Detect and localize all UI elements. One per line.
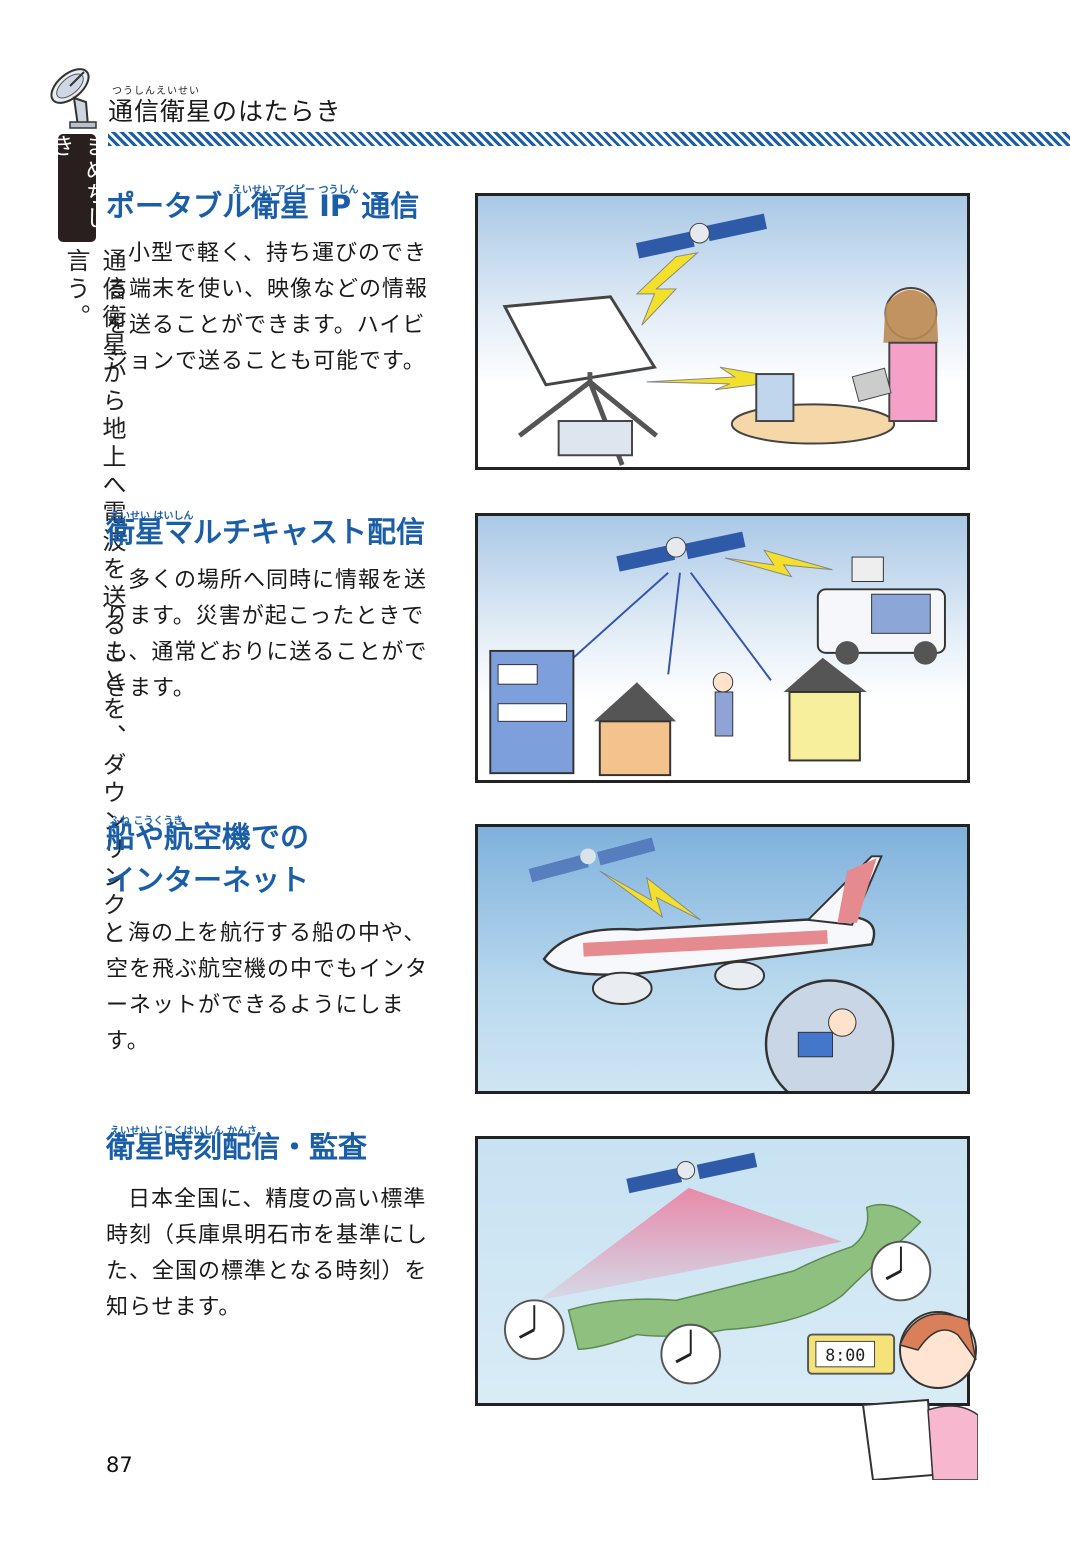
tip-badge: まめちしき <box>47 134 107 242</box>
section-1-body: 小型で軽く、持ち運びのできる端末を使い、映像などの情報を送ることができます。ハイ… <box>106 236 436 380</box>
section-3-title-line2: インターネット <box>106 863 310 897</box>
digital-clock: 8:00 <box>807 1333 896 1375</box>
section-3-title-line1: 船や航空機での <box>106 820 310 854</box>
section-4-text: 日本全国に、精度の高い標準時刻（兵庫県明石市を基準にした、全国の標準となる時刻）… <box>106 1187 429 1320</box>
coverage-beam <box>539 1187 843 1301</box>
illustration-time-distribution-map: 8:00 <box>475 1136 970 1406</box>
section-2-text: 多くの場所へ同時に情報を送ります。災害が起こったときでも、通常どおりに送ることが… <box>106 568 428 701</box>
broadcast-arrows <box>572 571 772 681</box>
flat-antenna-panel <box>502 295 657 387</box>
airplane <box>542 855 883 1005</box>
header-stripe-divider <box>108 132 1070 146</box>
satellite-icon <box>616 531 746 572</box>
uplink-bolt-icon <box>724 549 833 578</box>
satellite-icon <box>626 1152 758 1194</box>
girl-taking-notes-illustration <box>858 1290 979 1482</box>
section-1-title: ポータブル衛星 IP 通信 <box>106 189 420 223</box>
tip-text: 通信衛星から地上へ電波を送ることを、ダウンリンクと言う。 <box>62 248 126 948</box>
section-4-ruby: えいせい じこくはいしん かんさ <box>110 1126 257 1137</box>
satellite-icon <box>528 837 656 883</box>
analog-clock-east <box>870 1240 932 1302</box>
analog-clock-center <box>660 1323 722 1385</box>
signal-bolt-icon <box>635 251 700 326</box>
section-4-title: 衛星時刻配信・監査 <box>106 1130 368 1164</box>
analog-clock-west <box>503 1299 565 1360</box>
signal-bolt-icon <box>599 870 701 921</box>
digital-clock-readout: 8:00 <box>825 1346 865 1365</box>
satellite-dish-icon <box>44 58 106 130</box>
illustration-airplane-internet <box>475 824 970 1094</box>
terminal-box <box>557 420 633 457</box>
section-2-body: 多くの場所へ同時に情報を送ります。災害が起こったときでも、通常どおりに送ることが… <box>106 563 436 707</box>
page-title: 通信衛星のはたらき <box>108 97 342 126</box>
section-1-ruby: えいせい アイピー つうしん <box>232 185 359 196</box>
section-2-ruby: えいせい はいしん <box>110 511 194 522</box>
satellite-icon <box>635 213 768 259</box>
office-building <box>489 649 575 775</box>
title-ruby: つうしんえいせい <box>112 86 200 97</box>
section-3-text: 海の上を航行する船の中や、空を飛ぶ航空機の中でもインターネットができるようにしま… <box>106 921 429 1054</box>
section-3-ruby: ふね こうくうき <box>110 816 184 827</box>
section-2-title: 衛星マルチキャスト配信 <box>106 515 426 549</box>
section-1-text: 小型で軽く、持ち運びのできる端末を使い、映像などの情報を送ることができます。ハイ… <box>106 241 429 374</box>
section-3-body: 海の上を航行する船の中や、空を飛ぶ航空機の中でもインターネットができるようにしま… <box>106 916 436 1060</box>
illustration-portable-satellite <box>475 193 970 470</box>
house-yellow <box>783 657 867 762</box>
passenger-inset <box>764 979 895 1091</box>
walking-man <box>712 671 734 737</box>
broadcast-van <box>816 556 946 665</box>
house-orange <box>593 682 677 777</box>
page-number: 87 <box>106 1453 133 1477</box>
section-4-body: 日本全国に、精度の高い標準時刻（兵庫県明石市を基準にした、全国の標準となる時刻）… <box>106 1182 436 1326</box>
illustration-multicast <box>475 513 970 783</box>
woman-with-tablet <box>851 286 939 422</box>
